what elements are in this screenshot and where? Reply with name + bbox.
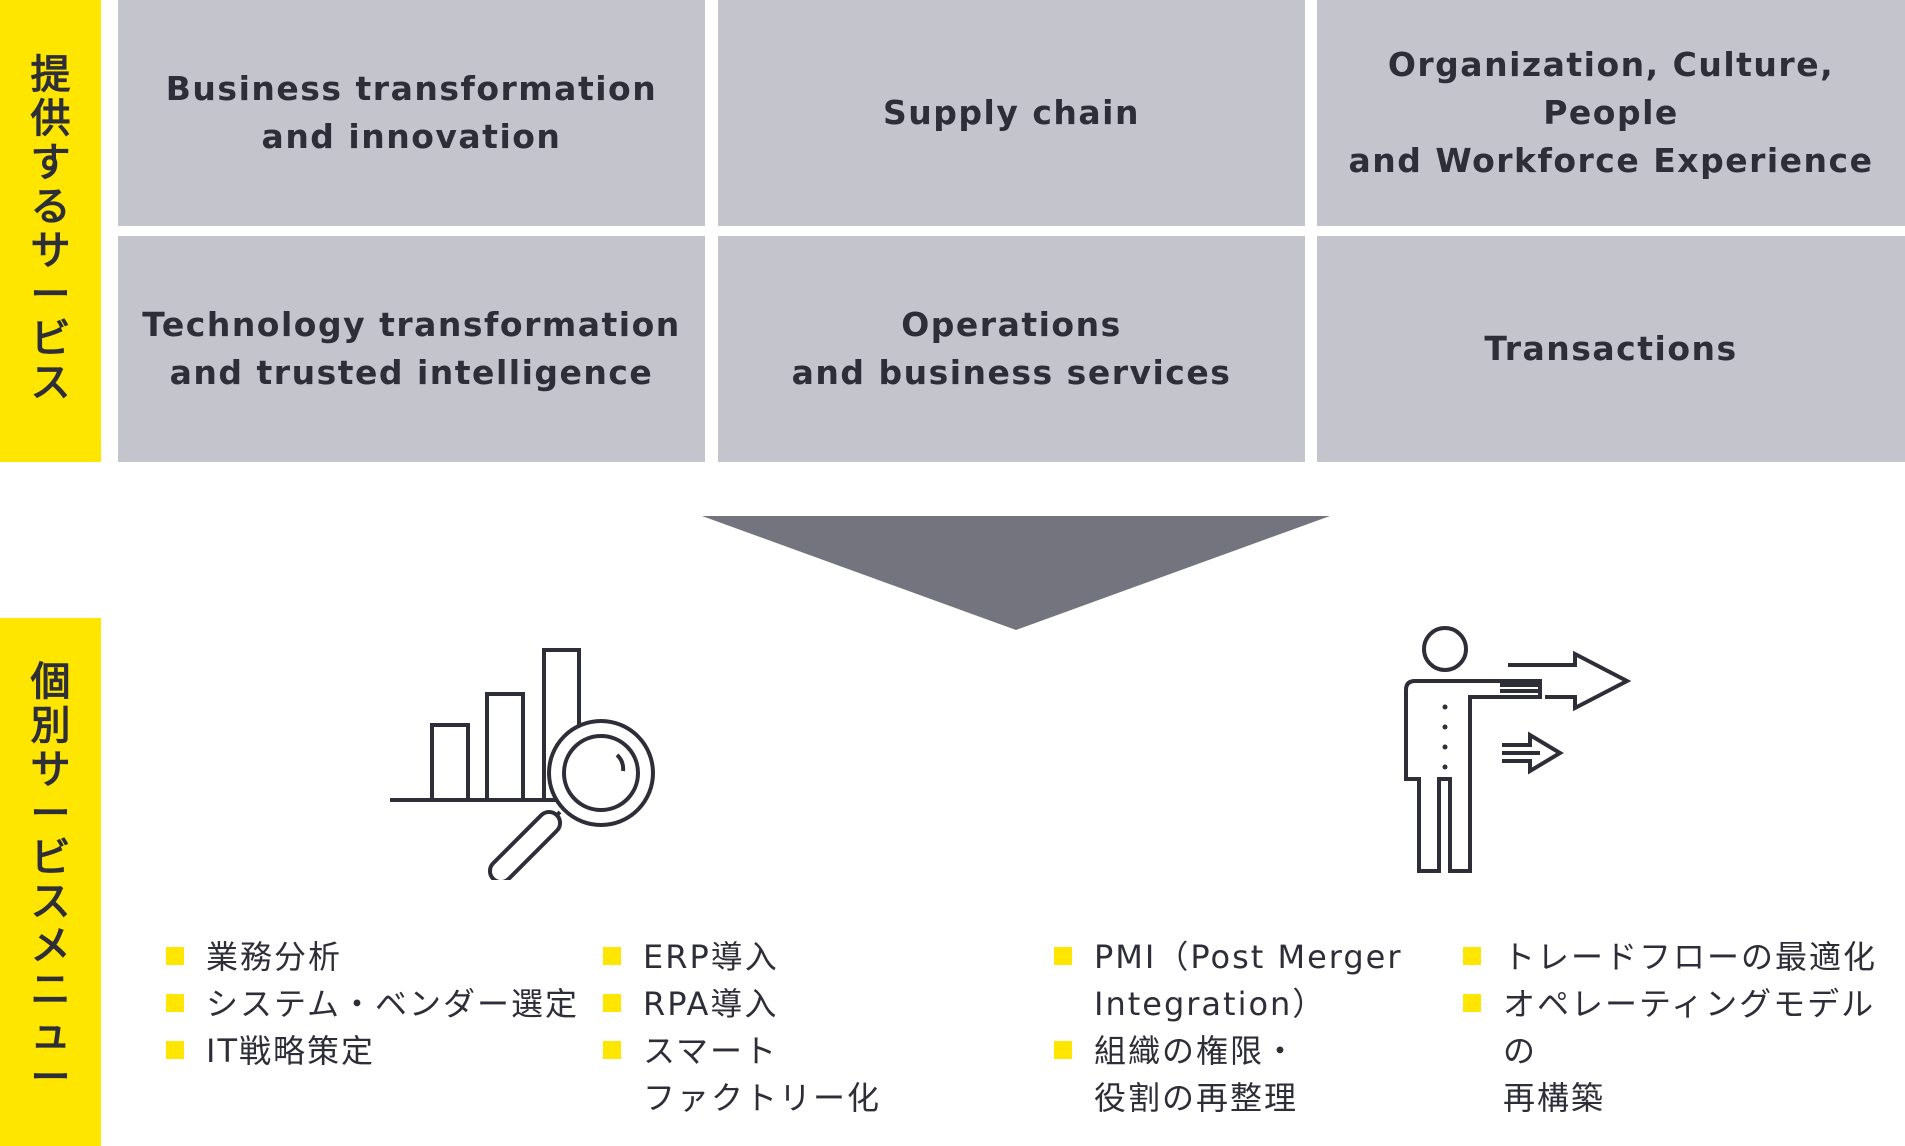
menu-list-item: 組織の権限・ 役割の再整理 [1054,1028,1403,1122]
menu-item-text: システム・ベンダー選定 [206,985,580,1023]
menu-list-implementation: ERP導入 RPA導入スマート ファクトリー化 [603,934,881,1122]
menu-list-item: トレードフローの最適化 [1463,934,1905,981]
menu-item-text: トレードフローの最適化 [1503,938,1878,976]
square-bullet-icon [603,994,621,1012]
service-cell-organization-culture: Organization, Culture, People and Workfo… [1317,0,1905,226]
menu-item-text: 組織の権限・ 役割の再整理 [1094,1032,1299,1117]
menu-label-char: ス [30,879,71,925]
square-bullet-icon [1463,947,1481,965]
services-label-char: 提 [30,52,71,98]
menu-list-operating-model: トレードフローの最適化オペレーティングモデルの 再構築 [1463,934,1905,1122]
square-bullet-icon [603,947,621,965]
square-bullet-icon [1054,947,1072,965]
services-label-char: ス [30,360,71,406]
down-arrow-icon [702,516,1330,630]
menu-item-text: 業務分析 [206,938,343,976]
services-label-char: ビ [30,316,71,362]
service-cell-transactions: Transactions [1317,236,1905,462]
square-bullet-icon [603,1041,621,1059]
bar-chart-magnifier-icon [390,648,655,880]
services-label-char: ー [30,272,71,318]
square-bullet-icon [1463,994,1481,1012]
menu-list-item: RPA導入 [603,981,881,1028]
services-label-char: 供 [30,96,71,142]
menu-label-char: ー [30,1055,71,1101]
menu-item-text: RPA導入 [643,985,779,1023]
menu-list-item: オペレーティングモデルの 再構築 [1463,981,1905,1122]
square-bullet-icon [166,994,184,1012]
menu-list-item: スマート ファクトリー化 [603,1028,881,1122]
service-cell-operations: Operations and business services [718,236,1305,462]
services-label-char: す [30,140,71,186]
menu-item-text: ERP導入 [643,938,779,976]
menu-list-item: システム・ベンダー選定 [166,981,579,1028]
service-cell-business-transformation: Business transformation and innovation [118,0,705,226]
services-label-char: サ [30,228,71,274]
menu-list-item: PMI（Post Merger Integration） [1054,934,1403,1028]
menu-label-char: 別 [30,703,71,749]
menu-list-item: ERP導入 [603,934,881,981]
menu-label-char: ビ [30,835,71,881]
menu-label-char: ー [30,791,71,837]
menu-label-char: メ [30,923,71,969]
services-label-char: る [30,184,71,230]
menu-label-char: ニ [30,967,71,1013]
menu-item-text: スマート ファクトリー化 [643,1032,882,1117]
service-cell-supply-chain: Supply chain [718,0,1305,226]
menu-section-label: 個別サービスメニュー [0,618,101,1146]
menu-label-char: ュ [30,1011,71,1057]
menu-list-analysis: 業務分析システム・ベンダー選定 IT戦略策定 [166,934,579,1075]
square-bullet-icon [166,947,184,965]
menu-item-text: オペレーティングモデルの 再構築 [1503,985,1876,1117]
square-bullet-icon [1054,1041,1072,1059]
menu-item-text: IT戦略策定 [206,1032,375,1070]
square-bullet-icon [166,1041,184,1059]
menu-list-item: IT戦略策定 [166,1028,579,1075]
services-section-label: 提供するサービス [0,0,101,462]
menu-label-char: 個 [30,659,71,705]
menu-label-char: サ [30,747,71,793]
person-pointing-arrows-icon [1404,626,1632,873]
menu-list-pmi: PMI（Post Merger Integration） 組織の権限・ 役割の再整… [1054,934,1403,1122]
menu-list-item: 業務分析 [166,934,579,981]
menu-item-text: PMI（Post Merger Integration） [1094,938,1403,1023]
service-cell-technology-transformation: Technology transformation and trusted in… [118,236,705,462]
